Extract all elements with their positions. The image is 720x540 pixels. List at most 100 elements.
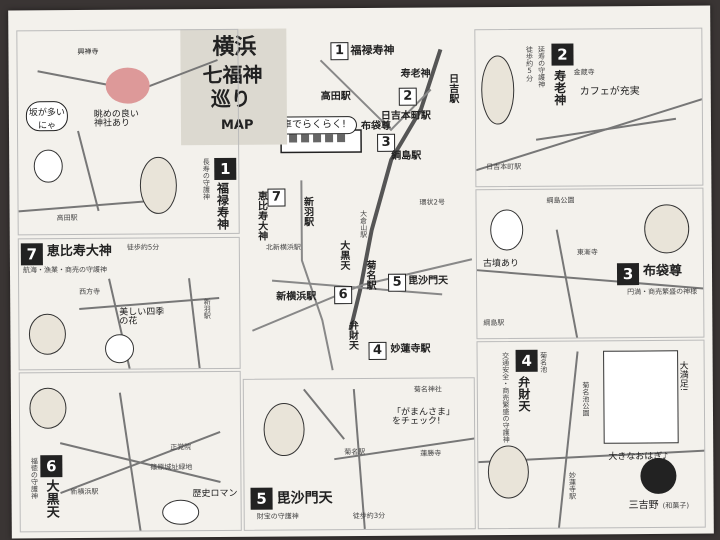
panel-4-shop-note: (和菓子)	[662, 501, 690, 510]
daikoku-illustration	[29, 387, 67, 429]
map-sheet: 1 福禄寿神 寿老神 2 日吉駅 日吉本町駅 高田駅 電車でらくらく! 布袋尊 …	[8, 5, 714, 539]
panel-1-station[interactable]: 高田駅	[56, 213, 78, 223]
panel-2-map	[475, 55, 704, 172]
toyoko-line	[348, 48, 443, 331]
cat-illustration	[33, 149, 63, 183]
panel-5-station[interactable]: 菊名駅	[344, 447, 366, 457]
panel-3-number: 3	[616, 263, 640, 286]
station-nippa[interactable]: 新羽駅	[301, 196, 313, 227]
panel-3-station[interactable]: 綱島駅	[483, 319, 505, 328]
spot-4-marker[interactable]: 4	[368, 341, 387, 360]
panel-3-note: 円満・商売繁盛の神様	[627, 287, 698, 297]
jurojin-illustration	[481, 55, 515, 125]
panel-7-walk: 徒歩約5分	[126, 243, 160, 252]
panel-6-temple: 正覚院	[170, 443, 192, 452]
panel-1-bubble-view: 眺めの良い神社あり	[93, 109, 139, 129]
station-kita-shinyokohama[interactable]: 北新横浜駅	[265, 243, 301, 252]
spot-3-marker[interactable]: 3	[377, 133, 396, 152]
spot-6-marker[interactable]: 6	[334, 286, 353, 305]
panel-3-park: 綱島公園	[546, 196, 575, 205]
station-myorenji[interactable]: 妙蓮寺駅	[390, 343, 431, 355]
spot-1-marker[interactable]: 1	[330, 42, 349, 61]
panel-2-jurojin: 2 寿老神 延寿の守護神 徒歩約5分 金蔵寺 カフェが充実 日吉本町駅	[474, 27, 704, 188]
panel-1-bubble-cat: 坂が多いにゃ	[25, 101, 69, 132]
panel-6-number: 6	[40, 455, 63, 478]
panel-5-bubble: 「がまんさま」をチェック!	[391, 407, 456, 427]
panel-4-park: 菊名池公園	[581, 381, 591, 417]
panel-4-number: 4	[515, 349, 538, 372]
green-line	[319, 59, 432, 132]
panel-6-station[interactable]: 新横浜駅	[70, 487, 99, 497]
panel-7-number: 7	[20, 243, 43, 266]
panel-5-bishamonten: 菊名神社 「がまんさま」をチェック! 蓮勝寺 菊名駅 5 毘沙門天 財宝の守護神…	[242, 377, 476, 531]
panel-5-note: 財宝の守護神	[256, 512, 299, 521]
flower-illustration	[105, 67, 150, 104]
panel-1-map	[18, 59, 218, 214]
spot-7-marker[interactable]: 7	[267, 188, 286, 207]
panel-1-fukurokuju: 興禅寺 坂が多いにゃ 眺めの良い神社あり 1 福禄寿神 長寿の守護神 高田駅	[16, 28, 240, 236]
station-shin-yokohama[interactable]: 新横浜駅	[276, 291, 317, 303]
panel-4-station[interactable]: 妙蓮寺駅	[568, 471, 577, 500]
center-route-map: 1 福禄寿神 寿老神 2 日吉駅 日吉本町駅 高田駅 電車でらくらく! 布袋尊 …	[240, 29, 474, 376]
panel-4-bubble-satisfied: 大満足!	[677, 360, 688, 392]
panel-6-daikoku: 6 大黒天 福徳の守護神 正覚院 篠原城址緑地 歴史ロマン 新横浜駅	[18, 370, 242, 533]
station-okurayama[interactable]: 大倉山駅	[359, 209, 368, 239]
panel-1-number: 1	[214, 157, 237, 181]
panel-7-ebisu: 7 恵比寿大神 航海・漁業・商売の守護神 西方寺 美しい四季の花 新羽駅 徒歩約…	[17, 236, 241, 371]
wagashi-illustration	[603, 350, 679, 444]
station-hiyoshi[interactable]: 日吉駅	[446, 73, 458, 104]
panel-4-shop: 三吉野	[628, 499, 659, 512]
road-label: 環状2号	[419, 198, 446, 207]
panel-2-temple: 金蔵寺	[573, 68, 595, 77]
panel-4-map	[478, 350, 706, 530]
station-takata[interactable]: 高田駅	[320, 91, 351, 103]
panel-5-walk: 徒歩約3分	[352, 511, 386, 521]
spot-2-marker[interactable]: 2	[398, 87, 417, 106]
panel-3-hotei: 綱島公園 東漸寺 古墳あり 3 布袋尊 円満・商売繁盛の神様 綱島駅	[475, 187, 705, 340]
panel-7-map	[28, 278, 220, 369]
panel-3-bubble: 古墳あり	[482, 258, 519, 270]
panel-7-note: 航海・漁業・商売の守護神	[22, 265, 108, 275]
bishamonten-illustration	[263, 403, 305, 457]
panel-6-bubble: 歴史ロマン	[192, 488, 238, 500]
spot-5-marker[interactable]: 5	[388, 273, 407, 292]
panel-4-bubble-ohagi: 大きなおはぎ♪	[608, 451, 669, 463]
panel-2-station[interactable]: 日吉本町駅	[486, 162, 522, 172]
panel-7-temple: 西方寺	[79, 287, 101, 296]
panel-2-number: 2	[551, 43, 574, 66]
panel-1-temple: 興禅寺	[77, 47, 99, 56]
panel-2-note: 延寿の守護神	[537, 45, 546, 88]
station-tsunashima[interactable]: 綱島駅	[391, 150, 422, 162]
panel-5-temple: 蓮勝寺	[420, 449, 442, 458]
road-line	[271, 279, 443, 296]
panel-5-map	[263, 388, 476, 530]
panel-5-shrine: 菊名神社	[413, 385, 442, 394]
fukurokuju-illustration	[139, 156, 177, 214]
panel-4-benzaiten: 4 弁財天 交通安全・商売繁盛の守護神 菊名池 菊名池公園 大満足! 大きなおは…	[476, 339, 706, 530]
hotei-illustration	[644, 204, 690, 254]
panel-1-name: 福禄寿神	[215, 181, 230, 231]
panel-2-cafe: カフェが充実	[579, 86, 640, 98]
panel-4-note: 交通安全・商売繁盛の守護神	[501, 351, 511, 444]
flower-illustration-2	[105, 334, 135, 364]
panel-6-site: 篠原城址緑地	[150, 463, 193, 472]
panel-3-temple: 東漸寺	[576, 248, 598, 257]
spot-2-label: 寿老神	[400, 68, 431, 80]
subway-line	[300, 180, 334, 371]
panel-7-station[interactable]: 新羽駅	[203, 298, 212, 320]
panel-5-name: 毘沙門天	[276, 490, 333, 507]
spot-5-label: 毘沙門天	[408, 275, 449, 287]
panel-4-name: 弁財天	[516, 375, 531, 412]
panel-6-name: 大黒天	[43, 479, 59, 519]
panel-6-map	[29, 387, 221, 533]
panel-3-map	[476, 204, 705, 340]
spot-3-label: 布袋尊	[360, 120, 392, 132]
route-lines	[252, 48, 473, 371]
benzaiten-illustration	[487, 445, 529, 499]
spot-4-benten-label: 弁財天	[346, 320, 358, 351]
station-kikuna[interactable]: 菊名駅	[363, 259, 376, 290]
ebisu-illustration	[28, 313, 66, 355]
panel-7-bubble: 美しい四季の花	[119, 307, 165, 327]
panel-7-name: 恵比寿大神	[46, 243, 112, 260]
panel-1-note: 長寿の守護神	[202, 158, 211, 201]
